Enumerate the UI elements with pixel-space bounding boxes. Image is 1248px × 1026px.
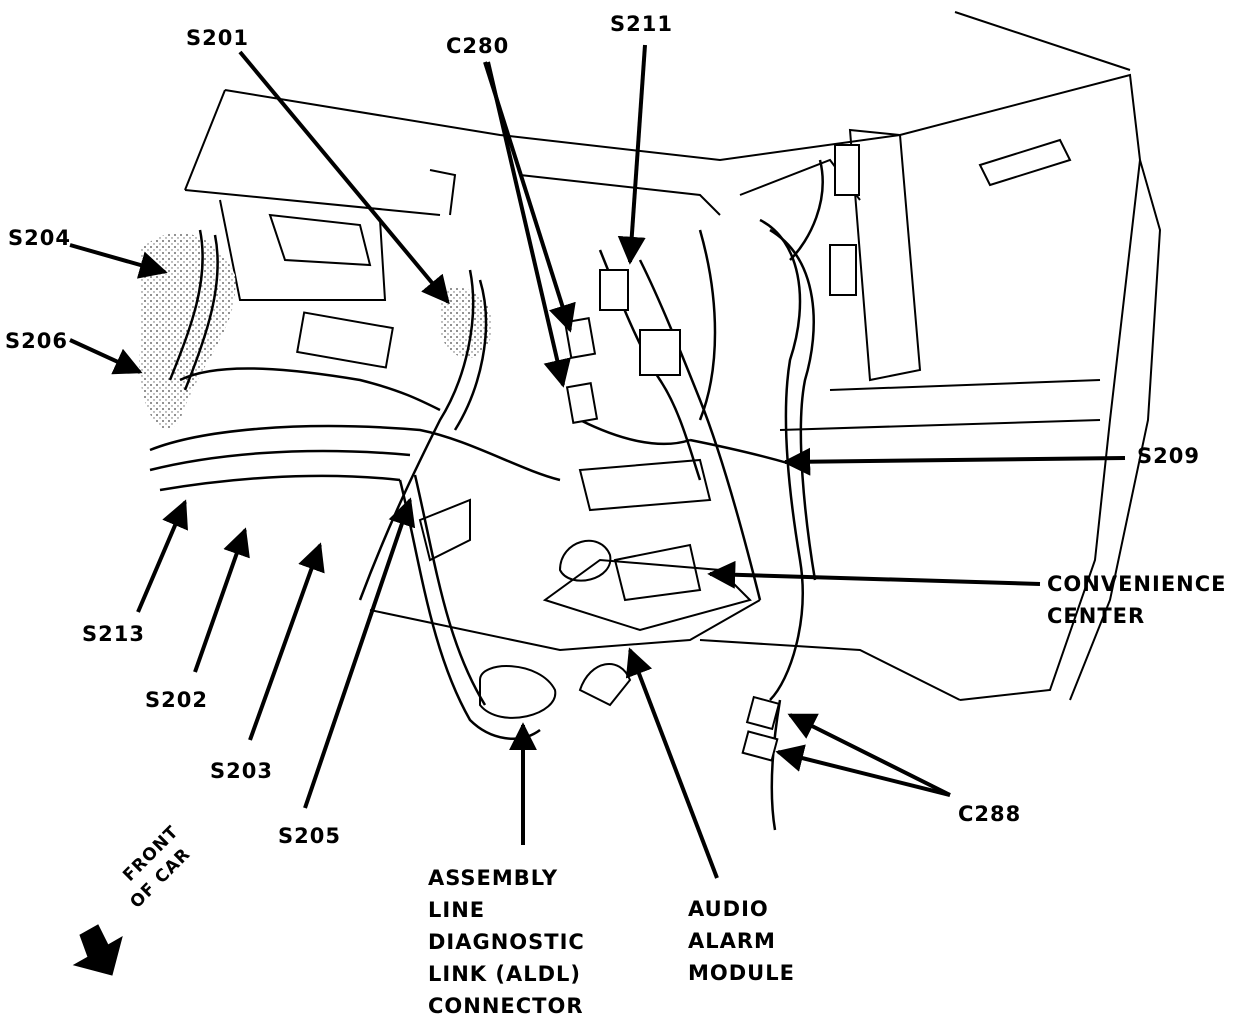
label-audio-alarm-module: AUDIO ALARM MODULE: [688, 897, 795, 985]
dash-body: [184, 11, 1162, 701]
connector-blocks: [296, 144, 860, 762]
wiring-harness: [149, 159, 824, 831]
label-s213: S213: [82, 622, 145, 646]
callout-arrows: [69, 44, 1126, 879]
label-s201: S201: [186, 26, 249, 50]
label-c288: C288: [958, 802, 1022, 826]
label-aldl-connector: ASSEMBLY LINE DIAGNOSTIC LINK (ALDL) CON…: [428, 866, 585, 1018]
front-of-car-arrow-icon: [72, 924, 123, 976]
label-s203: S203: [210, 759, 273, 783]
label-s202: S202: [145, 688, 208, 712]
label-s204: S204: [8, 226, 71, 250]
label-s209: S209: [1137, 444, 1200, 468]
label-s211: S211: [610, 12, 673, 36]
label-s206: S206: [5, 329, 68, 353]
lower-panel: [369, 458, 761, 719]
label-c280: C280: [446, 34, 510, 58]
label-convenience-center: CONVENIENCE CENTER: [1047, 572, 1227, 628]
label-s205: S205: [278, 824, 341, 848]
